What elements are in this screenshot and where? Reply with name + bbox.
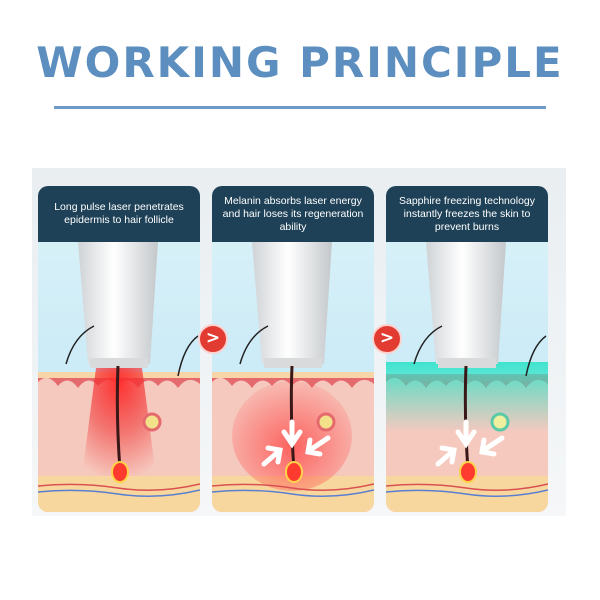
step-2-illustration [212,242,374,512]
next-step-arrow-icon: > [372,324,402,354]
title-underline [54,106,546,109]
next-step-arrow-icon: > [198,324,228,354]
step-3-illustration [386,242,548,512]
step-panel-3: Sapphire freezing technology instantly f… [386,186,548,512]
step-1-caption: Long pulse laser penetrates epidermis to… [38,186,200,242]
step-1-illustration [38,242,200,512]
step-panel-2: Melanin absorbs laser energy and hair lo… [212,186,374,512]
page-title: WORKING PRINCIPLE [36,38,564,87]
step-2-caption: Melanin absorbs laser energy and hair lo… [212,186,374,242]
step-3-caption: Sapphire freezing technology instantly f… [386,186,548,242]
step-panel-1: Long pulse laser penetrates epidermis to… [38,186,200,512]
